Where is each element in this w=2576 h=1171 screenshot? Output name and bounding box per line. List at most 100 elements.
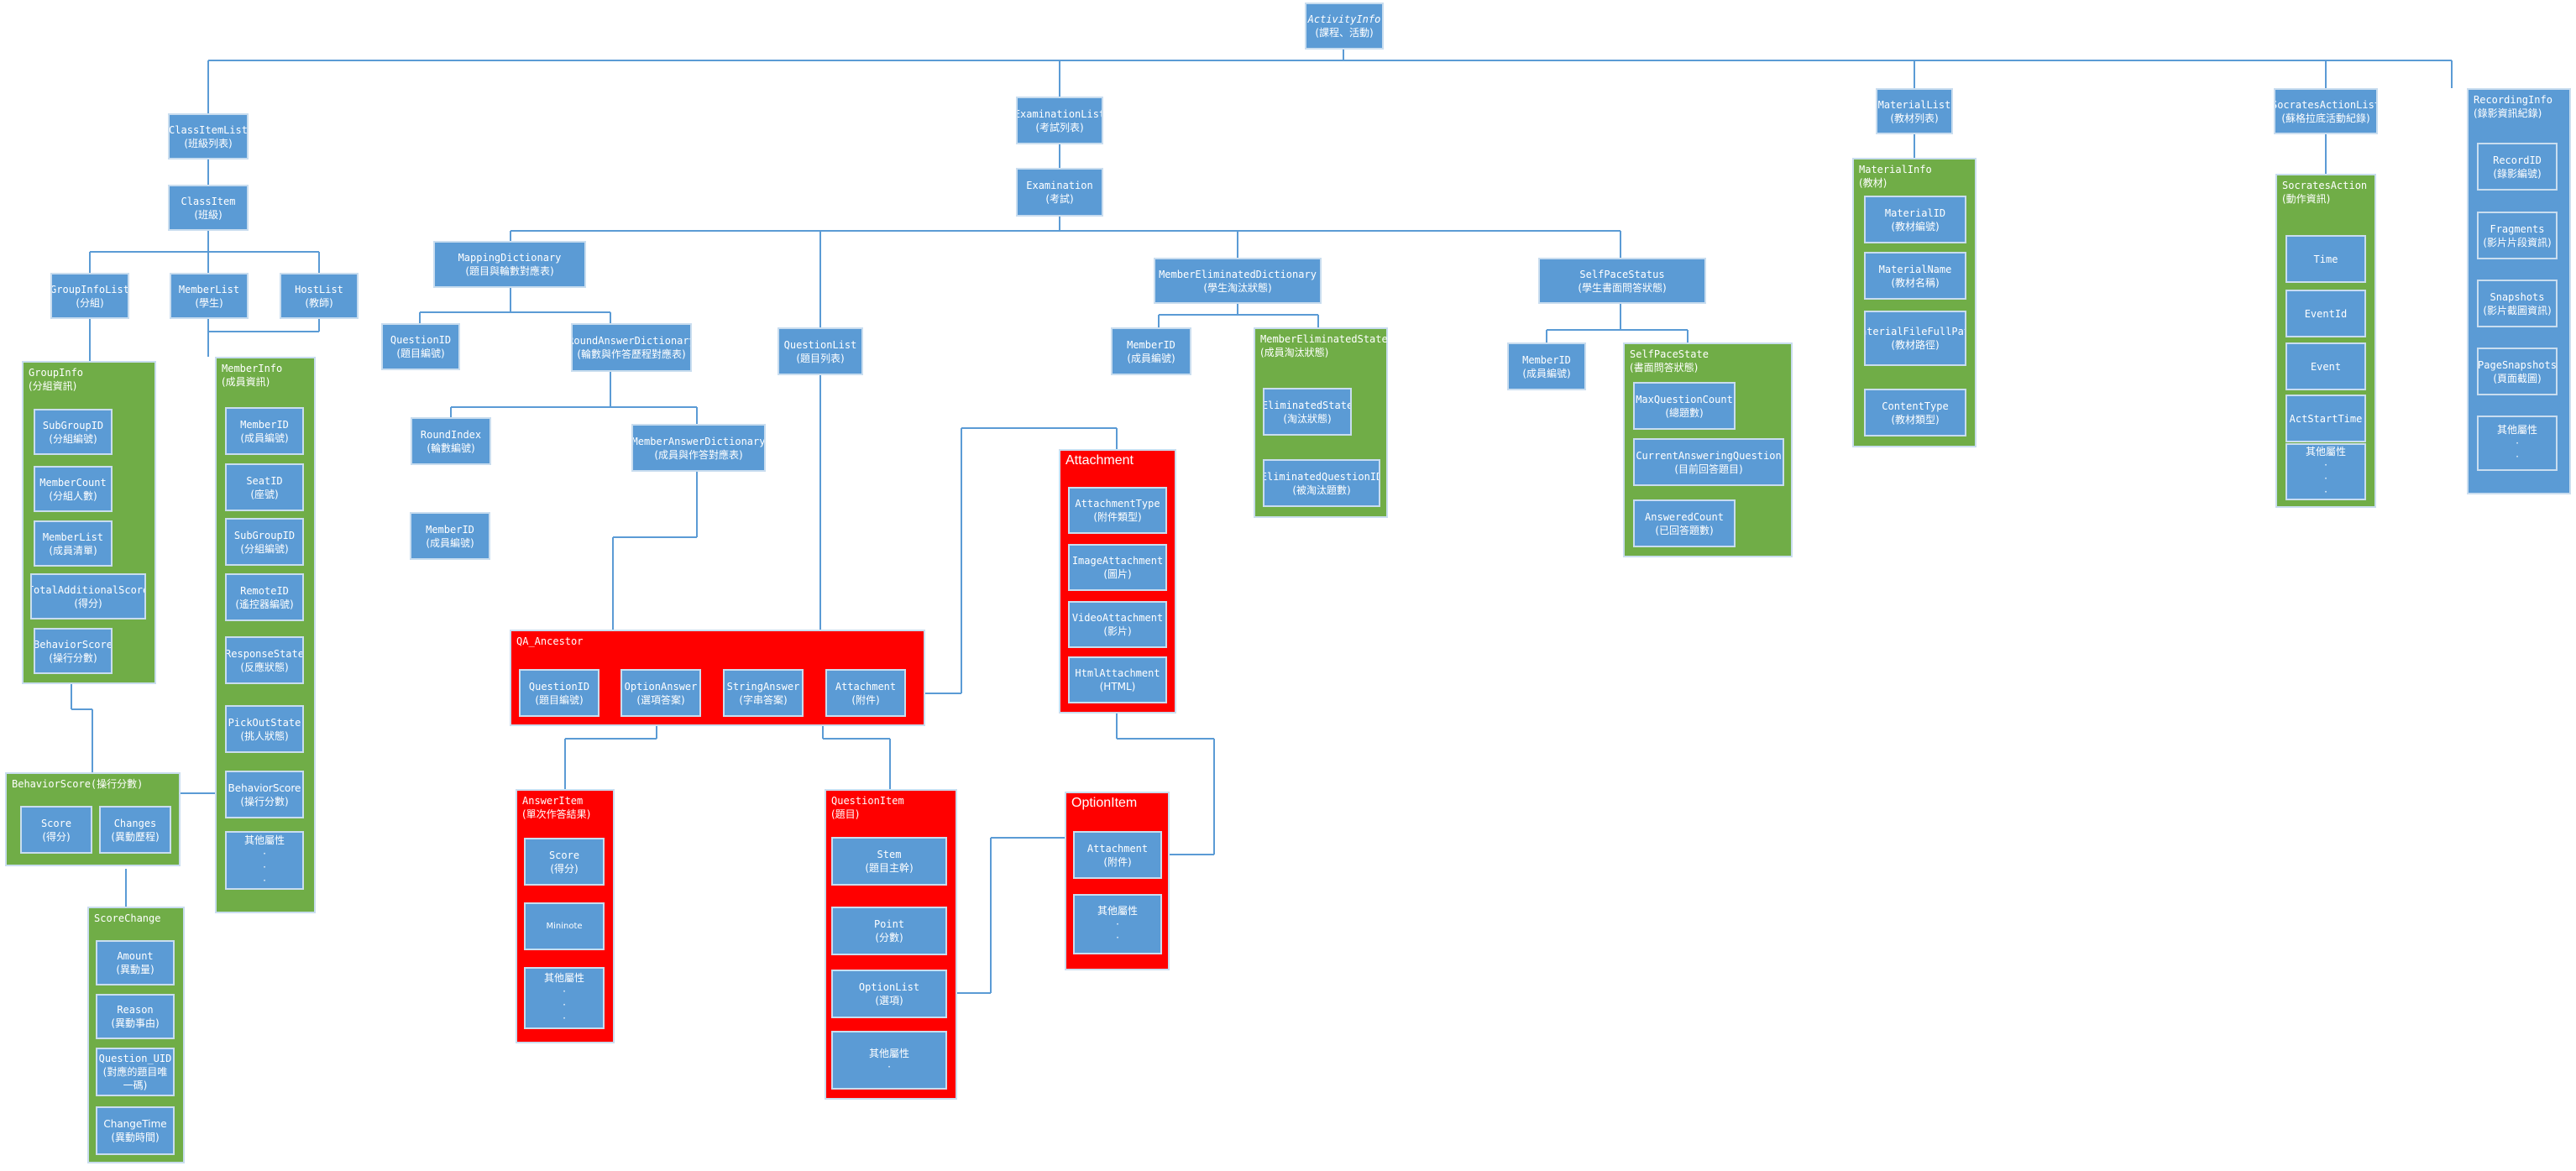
score-change-field[interactable]: Question_UID(對應的題目唯一碼) xyxy=(96,1048,175,1096)
member-answer-dictionary-node[interactable]: MemberAnswerDictionary(成員與作答對應表) xyxy=(631,424,766,472)
recording-info-field[interactable]: PageSnapshots(頁面截圖) xyxy=(2477,348,2558,395)
material-info-field[interactable]: MaterialFileFullPath(教材路徑) xyxy=(1864,311,1966,366)
class-item-node[interactable]: ClassItem (班級) xyxy=(168,185,249,231)
self-pace-status-node[interactable]: SelfPaceStatus(學生書面問答狀態) xyxy=(1538,258,1706,304)
member-info-heading: MemberInfo(成員資訊) xyxy=(222,363,283,388)
member-eliminated-state-heading: MemberEliminatedState(成員淘汰狀態) xyxy=(1260,333,1388,358)
group-info-field[interactable]: SubGroupID(分組編號) xyxy=(34,409,113,455)
answer-item-field[interactable]: Mininote xyxy=(524,902,605,950)
score-change-heading: ScoreChange xyxy=(94,912,161,924)
host-list-node[interactable]: HostList (教師) xyxy=(280,273,359,319)
socrates-action-list-node[interactable]: SocratesActionList(蘇格拉底活動紀錄) xyxy=(2274,88,2378,134)
question-item-field[interactable]: Stem(題目主幹) xyxy=(831,837,947,886)
host-list-title: HostList xyxy=(295,283,343,295)
question-item-field[interactable]: Point(分數) xyxy=(831,907,947,955)
recording-info-field[interactable]: Fragments(影片片段資訊) xyxy=(2477,212,2558,259)
material-info-field[interactable]: MaterialID(教材編號) xyxy=(1864,196,1966,243)
qa-ancestor-field[interactable]: OptionAnswer(選項答案) xyxy=(620,669,701,717)
answer-item-field[interactable]: Score(得分) xyxy=(524,838,605,886)
question-item-field[interactable]: OptionList(選項) xyxy=(831,970,947,1018)
member-info-field[interactable]: BehaviorScore(操行分數) xyxy=(225,771,304,818)
answer-item-heading: AnswerItem(單次作答結果) xyxy=(522,795,591,820)
group-info-field[interactable]: MemberList(成員清單) xyxy=(34,520,113,567)
score-change-field[interactable]: Amount(異動量) xyxy=(96,940,175,985)
member-eliminated-state-field[interactable]: EliminatedQuestionID(被淘汰題數) xyxy=(1263,459,1380,507)
member-info-field[interactable]: ResponseState(反應狀態) xyxy=(225,636,304,684)
recording-info-heading: RecordingInfo(錄影資訊紀錄) xyxy=(2474,94,2552,119)
material-info-field[interactable]: MaterialName(教材名稱) xyxy=(1864,252,1966,300)
group-info-field[interactable]: TotalAdditionalScore(得分) xyxy=(30,573,146,619)
recording-info-field[interactable]: 其他屬性·· xyxy=(2477,416,2558,471)
self-pace-state-heading: SelfPaceState(書面問答狀態) xyxy=(1630,348,1709,374)
attachment-field[interactable]: AttachmentType(附件類型) xyxy=(1068,487,1167,534)
member-id-right-node[interactable]: MemberID(成員編號) xyxy=(1507,342,1586,390)
recording-info-field[interactable]: RecordID(錄影編號) xyxy=(2477,143,2558,191)
attachment-heading: Attachment xyxy=(1065,453,1134,468)
member-list-sub: (學生) xyxy=(195,296,223,309)
mapping-dictionary-node[interactable]: MappingDictionary(題目與輪數對應表) xyxy=(433,241,586,288)
activity-info-title: ActivityInfo xyxy=(1307,13,1381,25)
option-item-field[interactable]: Attachment(附件) xyxy=(1073,831,1162,879)
member-info-field[interactable]: PickOutState(挑人狀態) xyxy=(225,705,304,753)
behavior-score-field[interactable]: Score(得分) xyxy=(20,806,92,854)
socrates-action-field[interactable]: 其他屬性··· xyxy=(2285,443,2366,500)
examination-node[interactable]: Examination(考試) xyxy=(1016,168,1103,217)
member-info-field[interactable]: RemoteID(遙控器編號) xyxy=(225,573,304,621)
self-pace-state-field[interactable]: AnsweredCount(已回答題數) xyxy=(1633,499,1736,547)
member-info-field[interactable]: SubGroupID(分組編號) xyxy=(225,518,304,566)
host-list-sub: (教師) xyxy=(305,296,333,309)
question-list-node[interactable]: QuestionList(題目列表) xyxy=(778,327,863,375)
member-info-field[interactable]: 其他屬性··· xyxy=(225,831,304,890)
self-pace-state-field[interactable]: MaxQuestionCount(總題數) xyxy=(1633,382,1736,430)
member-eliminated-dictionary-node[interactable]: MemberEliminatedDictionary(學生淘汰狀態) xyxy=(1154,258,1322,304)
activity-info-node[interactable]: ActivityInfo (課程、活動) xyxy=(1305,3,1384,50)
member-id-mid-node[interactable]: MemberID(成員編號) xyxy=(1111,327,1191,375)
question-id-node[interactable]: QuestionID(題目編號) xyxy=(381,323,460,370)
group-info-list-title: GroupInfoList xyxy=(50,283,129,295)
self-pace-state-field[interactable]: CurrentAnsweringQuestion(目前回答題目) xyxy=(1633,438,1784,486)
class-item-list-title: ClassItemList xyxy=(169,123,248,136)
qa-ancestor-field[interactable]: Attachment(附件) xyxy=(825,669,906,717)
question-item-field[interactable]: 其他屬性· xyxy=(831,1031,947,1090)
qa-ancestor-field[interactable]: QuestionID(題目編號) xyxy=(519,669,599,717)
socrates-action-field[interactable]: Event xyxy=(2285,342,2366,390)
behavior-score-field[interactable]: Changes(異動歷程) xyxy=(99,806,171,854)
group-info-heading: GroupInfo(分組資訊) xyxy=(29,367,84,392)
qa-ancestor-field[interactable]: StringAnswer(字串答案) xyxy=(723,669,804,717)
class-item-list-sub: (班級列表) xyxy=(184,137,233,149)
answer-item-field[interactable]: 其他屬性··· xyxy=(524,967,605,1029)
attachment-field[interactable]: VideoAttachment(影片) xyxy=(1068,601,1167,648)
socrates-action-field[interactable]: EventId xyxy=(2285,290,2366,337)
behavior-score-heading: BehaviorScore(操行分數) xyxy=(12,778,144,790)
attachment-field[interactable]: HtmlAttachment(HTML) xyxy=(1068,656,1167,703)
material-list-node[interactable]: MaterialList(教材列表) xyxy=(1876,88,1953,134)
round-answer-dictionary-node[interactable]: RoundAnswerDictionary(輪數與作答歷程對應表) xyxy=(571,323,692,372)
group-info-list-node[interactable]: GroupInfoList (分組) xyxy=(50,273,129,319)
recording-info-field[interactable]: Snapshots(影片截圖資訊) xyxy=(2477,280,2558,327)
activity-info-sub: (課程、活動) xyxy=(1315,27,1374,39)
member-info-field[interactable]: MemberID(成員編號) xyxy=(225,407,304,455)
score-change-field[interactable]: Reason(異動事由) xyxy=(96,994,175,1039)
group-info-field[interactable]: BehaviorScore(操行分數) xyxy=(34,628,113,674)
class-item-list-node[interactable]: ClassItemList (班級列表) xyxy=(168,113,249,159)
member-id-left-node[interactable]: MemberID(成員編號) xyxy=(410,512,490,560)
group-info-list-sub: (分組) xyxy=(76,296,104,309)
material-info-field[interactable]: ContentType(教材類型) xyxy=(1864,389,1966,437)
qa-ancestor-heading: QA_Ancestor xyxy=(516,635,584,647)
member-list-title: MemberList xyxy=(178,283,240,295)
socrates-action-heading: SocratesAction(動作資訊) xyxy=(2282,180,2368,205)
round-index-node[interactable]: RoundIndex(輪數編號) xyxy=(411,417,491,465)
group-info-field[interactable]: MemberCount(分組人數) xyxy=(34,466,113,512)
option-item-heading: OptionItem xyxy=(1071,796,1138,810)
member-info-field[interactable]: SeatID(座號) xyxy=(225,463,304,511)
socrates-action-field[interactable]: Time xyxy=(2285,235,2366,283)
class-item-title: ClassItem xyxy=(181,195,236,207)
examination-list-node[interactable]: ExaminationList(考試列表) xyxy=(1016,97,1103,144)
score-change-field[interactable]: ChangeTime(異動時間) xyxy=(96,1106,175,1155)
attachment-field[interactable]: ImageAttachment(圖片) xyxy=(1068,544,1167,591)
socrates-action-field[interactable]: ActStartTime xyxy=(2285,395,2366,442)
member-eliminated-state-field[interactable]: EliminatedState(淘汰狀態) xyxy=(1263,388,1352,436)
member-list-node[interactable]: MemberList (學生) xyxy=(170,273,249,319)
option-item-field[interactable]: 其他屬性·· xyxy=(1073,894,1162,954)
